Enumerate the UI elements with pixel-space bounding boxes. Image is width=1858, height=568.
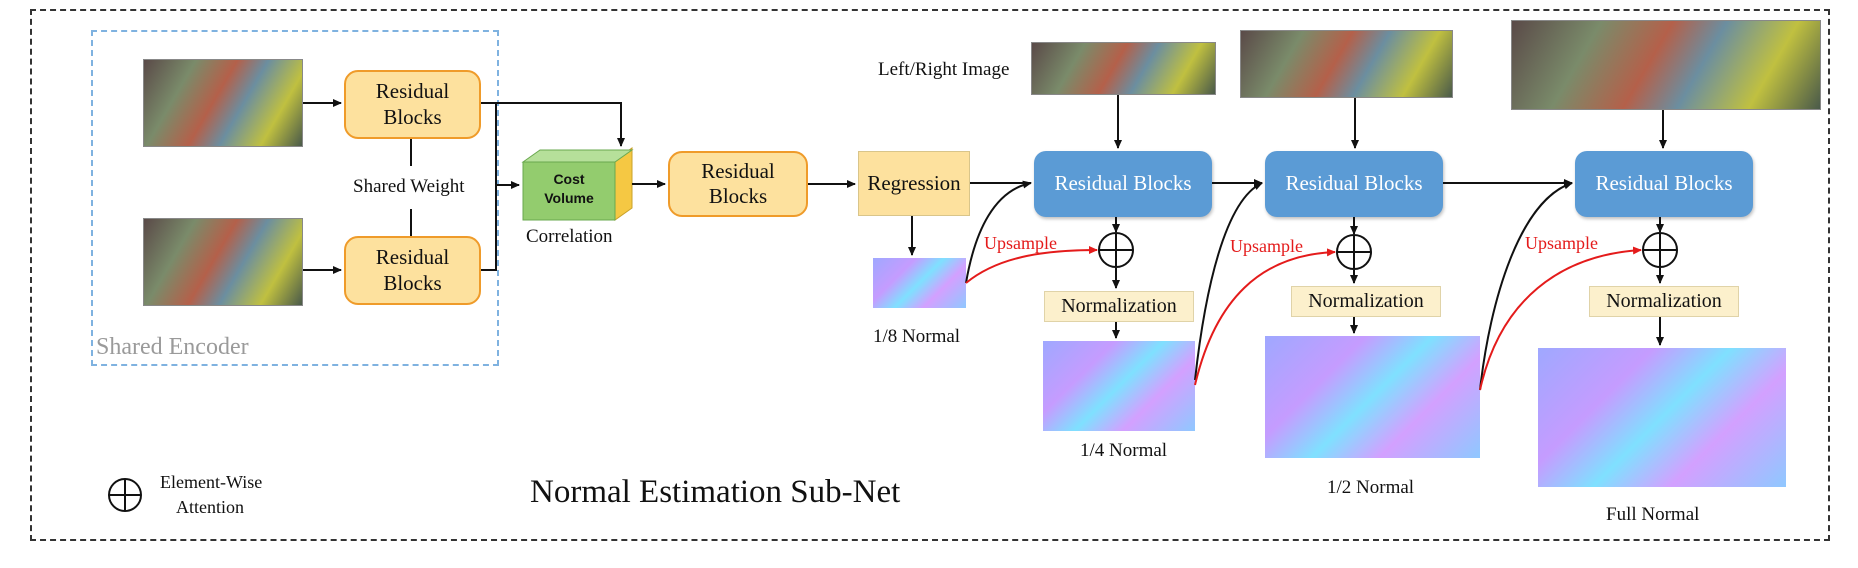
legend-line1: Element-Wise — [160, 472, 263, 492]
eighth-normal-label: 1/8 Normal — [873, 326, 961, 347]
upsample-label-1: Upsample — [984, 233, 1057, 253]
upsample-arrow-1 — [965, 246, 1098, 284]
upsample-label-3: Upsample — [1525, 233, 1598, 253]
stage1-residual-block: Residual Blocks — [1034, 151, 1212, 217]
encoder-residual-block-bottom: Residual Blocks — [344, 236, 481, 305]
left-input-image — [143, 59, 303, 147]
stage3-normalization: Normalization — [1589, 286, 1739, 317]
shared-encoder-box — [91, 30, 499, 366]
diagram-title: Normal Estimation Sub-Net — [530, 474, 901, 510]
element-wise-attention-icon — [108, 478, 142, 512]
stage3-input-images — [1511, 20, 1821, 110]
shared-encoder-label: Shared Encoder — [96, 334, 249, 360]
shared-weight-label: Shared Weight — [353, 176, 465, 197]
legend-line2: Attention — [176, 497, 244, 517]
stage1-input-images — [1031, 42, 1216, 95]
cost-volume-line2: Volume — [544, 190, 594, 206]
stage2-normalization: Normalization — [1291, 286, 1441, 317]
stage1-normalization: Normalization — [1044, 291, 1194, 322]
encoder-residual-block-top: Residual Blocks — [344, 70, 481, 139]
quarter-normal-map — [1043, 341, 1195, 431]
half-normal-label: 1/2 Normal — [1327, 477, 1415, 498]
arrow-eighth-to-stage1 — [965, 180, 1032, 284]
upsample-arrow-2 — [1194, 248, 1336, 386]
middle-residual-block: Residual Blocks — [668, 151, 808, 217]
arrow-bottom-encoder-to-cost — [481, 181, 520, 271]
left-right-image-label: Left/Right Image — [878, 59, 1010, 80]
stage3-residual-block: Residual Blocks — [1575, 151, 1753, 217]
cost-volume-cube: Cost Volume — [521, 147, 634, 221]
outer-frame — [30, 9, 1830, 541]
eighth-normal-map — [873, 258, 966, 308]
arrow-quarter-to-stage2 — [1194, 182, 1263, 381]
stage2-input-images — [1240, 30, 1453, 98]
right-input-image — [143, 218, 303, 306]
correlation-label: Correlation — [526, 226, 613, 247]
cost-volume-line1: Cost — [553, 171, 584, 187]
quarter-normal-label: 1/4 Normal — [1080, 440, 1168, 461]
arrow-half-to-stage3 — [1479, 181, 1573, 391]
full-normal-label: Full Normal — [1606, 504, 1700, 525]
half-normal-map — [1265, 336, 1480, 458]
stage2-residual-block: Residual Blocks — [1265, 151, 1443, 217]
upsample-arrow-3 — [1479, 246, 1642, 391]
full-normal-map — [1538, 348, 1786, 487]
upsample-label-2: Upsample — [1230, 236, 1303, 256]
regression-block: Regression — [858, 151, 970, 216]
arrow-top-encoder-to-cost — [481, 102, 625, 147]
